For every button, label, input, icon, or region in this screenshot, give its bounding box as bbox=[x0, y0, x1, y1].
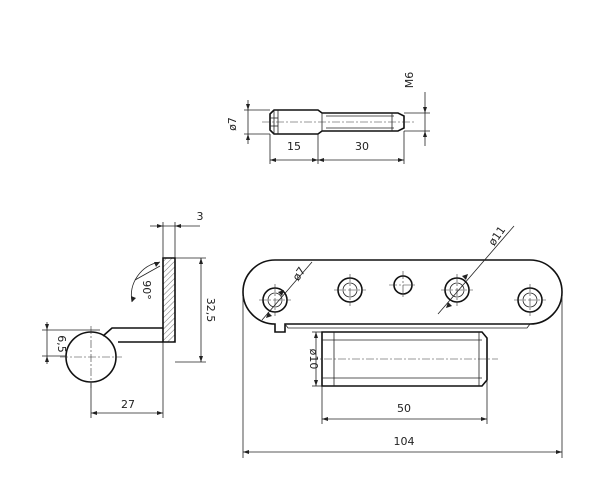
pin-thread-length-label: 30 bbox=[355, 140, 369, 153]
front-hole-large-dimension: ø11 bbox=[437, 224, 515, 315]
pin-length-dimensions: 15 30 bbox=[269, 131, 405, 164]
front-hole-3 bbox=[389, 271, 417, 299]
side-thickness-label: 3 bbox=[197, 210, 204, 223]
side-offset-label: 6,5 bbox=[55, 335, 68, 353]
front-plate bbox=[242, 259, 563, 333]
side-offset-dimension: 6,5 bbox=[42, 322, 100, 364]
front-overall-length-label: 104 bbox=[394, 435, 415, 448]
pin-thread-dimension: M6 bbox=[403, 72, 430, 146]
side-arm-top bbox=[102, 327, 163, 337]
pin-view: ø7 M6 15 30 bbox=[226, 72, 430, 164]
side-thickness-dimension: 3 bbox=[150, 210, 204, 258]
side-width-label: 27 bbox=[121, 398, 135, 411]
front-hole-small-dimension: ø7 bbox=[261, 261, 313, 321]
front-barrel-diameter-label: ø10 bbox=[307, 349, 320, 370]
front-barrel bbox=[310, 331, 498, 387]
front-view: ø7 ø11 ø10 bbox=[242, 224, 563, 458]
front-hole-1 bbox=[259, 284, 291, 316]
pin-thread-label: M6 bbox=[403, 72, 416, 89]
front-barrel-length-dimension: 50 bbox=[321, 380, 488, 424]
side-view: 3 90° 32,5 6,5 bbox=[42, 210, 217, 418]
pin-head-length-label: 15 bbox=[287, 140, 301, 153]
front-overall-length-dimension: 104 bbox=[242, 296, 563, 458]
side-angle-label: 90° bbox=[140, 280, 153, 300]
side-width-dimension: 27 bbox=[90, 342, 164, 418]
side-angle-dimension: 90° bbox=[131, 261, 161, 303]
side-plate bbox=[162, 257, 176, 343]
side-height-label: 32,5 bbox=[204, 298, 217, 323]
front-hole-2 bbox=[334, 274, 366, 306]
pin-diameter-dimension: ø7 bbox=[226, 100, 270, 144]
front-barrel-length-label: 50 bbox=[397, 402, 411, 415]
front-hole-5 bbox=[514, 284, 546, 316]
front-barrel-diameter-dimension: ø10 bbox=[307, 331, 322, 387]
front-hole-4 bbox=[441, 274, 473, 306]
front-hole-small-label: ø7 bbox=[290, 265, 309, 284]
pin-diameter-label: ø7 bbox=[226, 117, 239, 131]
front-hole-large-label: ø11 bbox=[486, 224, 509, 248]
side-height-dimension: 32,5 bbox=[175, 257, 217, 363]
